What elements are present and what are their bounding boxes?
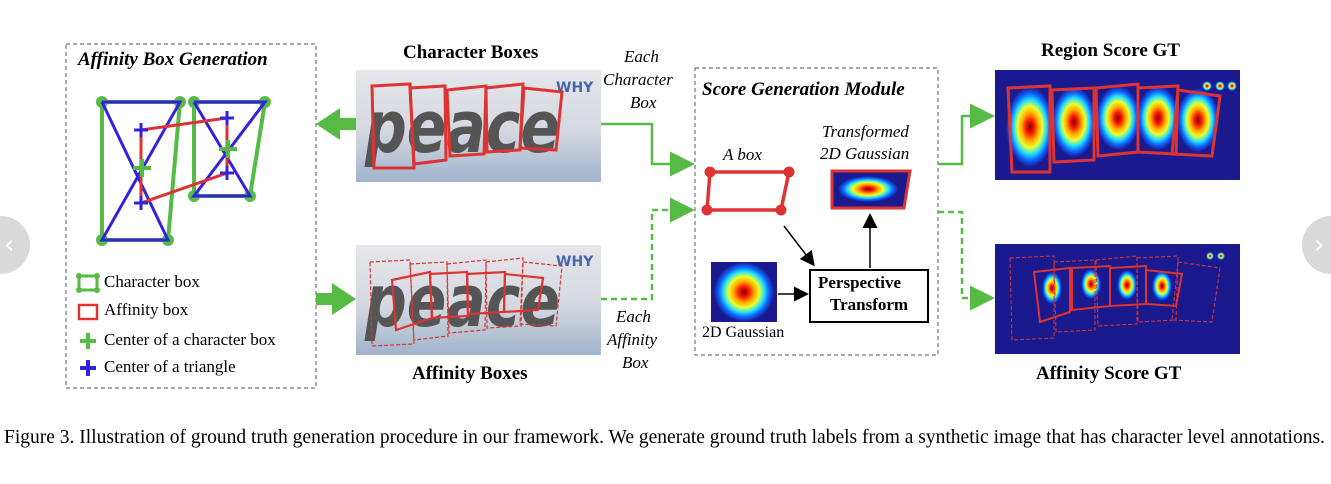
connector-character-to-module <box>601 122 695 177</box>
character-boxes-title: Character Boxes <box>403 42 539 63</box>
legend-item-character-box: Character box <box>104 272 200 291</box>
affinity-panel-frame <box>65 43 317 389</box>
each-affinity-box-line-1: Each <box>616 307 651 326</box>
figure-caption: Figure 3. Illustration of ground truth g… <box>4 427 1325 448</box>
connector-module-to-affinity <box>938 210 995 311</box>
arrow-abox-to-transform <box>783 225 815 267</box>
each-affinity-box-line-3: Box <box>622 353 649 372</box>
each-character-box-line-3: Box <box>630 93 657 112</box>
affinity-boxes-title: Affinity Boxes <box>412 363 528 384</box>
figure-drawing: peace WHY peace WHY <box>65 43 1240 389</box>
legend-item-center-triangle: Center of a triangle <box>104 357 236 376</box>
affinity-score-title: Affinity Score GT <box>1036 363 1182 384</box>
perspective-transform-box <box>809 269 929 323</box>
gaussian-2d-image <box>711 262 777 322</box>
transformed-gaussian-label-1: Transformed <box>822 122 909 141</box>
affinity-boxes-watermark: WHY <box>556 254 594 270</box>
each-character-box-line-2: Character <box>603 70 673 89</box>
character-boxes-image: peace WHY <box>356 70 601 182</box>
character-box-centers <box>133 140 237 177</box>
triangle-centers <box>134 111 234 210</box>
character-boxes-watermark: WHY <box>556 80 594 96</box>
a-box-corners <box>701 166 795 216</box>
triangle-diagonals-left <box>99 100 183 242</box>
gaussian-2d-label: 2D Gaussian <box>702 324 785 341</box>
transformed-gaussian-image <box>830 169 912 210</box>
region-score-heatmap <box>995 70 1240 180</box>
affinity-panel-title: Affinity Box Generation <box>78 49 268 70</box>
arrow-to-panel-top <box>316 108 356 140</box>
triangle-diagonals-right <box>190 100 269 198</box>
perspective-transform-label-1: Perspective <box>818 273 902 292</box>
each-character-box-line-1: Each <box>624 47 659 66</box>
transformed-gaussian-label-2: 2D Gaussian <box>820 144 910 163</box>
a-box-shape <box>705 170 792 212</box>
chevron-left-icon: ‹ <box>4 230 15 260</box>
affinity-box <box>139 116 229 206</box>
figure: peace WHY peace WHY <box>65 40 1240 389</box>
character-box-corners <box>96 96 271 246</box>
affinity-boxes-image: peace WHY <box>356 245 601 355</box>
legend-symbols <box>76 273 100 376</box>
chevron-right-icon: › <box>1314 230 1325 260</box>
legend-item-affinity-box: Affinity box <box>104 300 189 319</box>
connector-module-to-region <box>938 103 995 166</box>
connector-affinity-to-module <box>601 197 695 301</box>
region-score-title: Region Score GT <box>1041 40 1180 61</box>
affinity-score-heatmap <box>995 244 1240 354</box>
a-box-label: A box <box>723 145 762 164</box>
score-module-title: Score Generation Module <box>702 79 905 100</box>
arrow-to-affinity-boxes <box>316 283 356 315</box>
each-affinity-box-line-2: Affinity <box>607 330 658 349</box>
perspective-transform-label-2: Transform <box>830 295 909 314</box>
legend-item-center-character-box: Center of a character box <box>104 330 276 349</box>
